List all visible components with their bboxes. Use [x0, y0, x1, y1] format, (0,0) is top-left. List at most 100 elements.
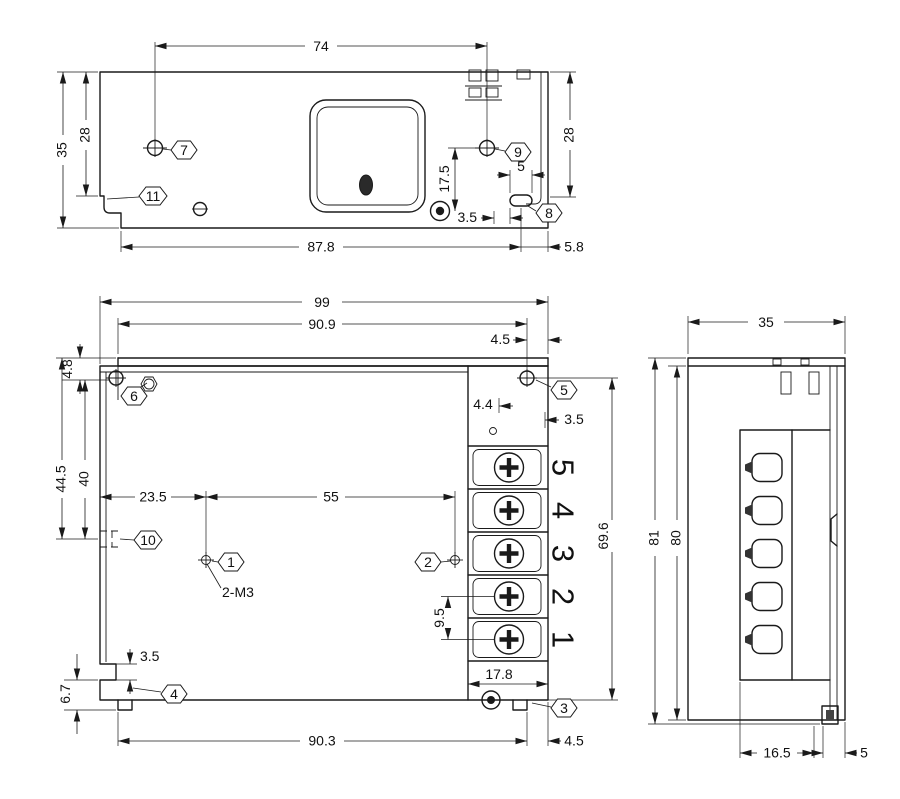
dim-3-5-lower: 3.5: [116, 648, 160, 694]
dim-99-label: 99: [314, 294, 330, 310]
dim-69-6: 69.6: [502, 377, 618, 701]
terminal-block: [467, 445, 549, 662]
side-view: 35 81 80 16.5: [646, 314, 869, 761]
ground-screw: [192, 201, 208, 217]
dim-4-4-label: 4.4: [473, 396, 493, 412]
callout-4-label: 4: [170, 686, 178, 702]
dim-3-5-upper-label: 3.5: [564, 411, 584, 427]
dim-35-side: 35: [687, 314, 846, 354]
terminal-number-4: 4: [546, 502, 581, 519]
callout-2: 2: [414, 552, 452, 572]
front-view: 5 4 3 2 1 2-M3 99: [53, 294, 618, 749]
callout-1: 1: [211, 552, 245, 572]
callout-7-label: 7: [180, 142, 188, 158]
terminal-screw-side: [745, 452, 783, 483]
dim-5-side: 5: [809, 722, 868, 761]
dim-69-6-label: 69.6: [595, 522, 611, 549]
side-slot-hidden: [100, 530, 118, 548]
dim-5-slot: 5: [497, 158, 545, 193]
thread-note-2m3: 2-M3: [206, 563, 254, 600]
ear-hole-top-left: [106, 369, 126, 387]
front-view-outline: [99, 357, 549, 711]
slot-hole: [509, 194, 533, 207]
callout-2-label: 2: [424, 554, 432, 570]
dim-28-left: 28: [76, 72, 98, 197]
dim-3-5-lower-label: 3.5: [140, 648, 160, 664]
dim-5-slot-label: 5: [517, 158, 525, 174]
dim-55-label: 55: [323, 489, 339, 505]
dim-4-8-label: 4.8: [59, 359, 75, 379]
terminal-screw-side: [745, 495, 783, 526]
dim-81-label: 81: [646, 530, 662, 546]
dim-40: 40: [76, 380, 92, 539]
dim-87-8: 87.8: [120, 208, 522, 255]
terminal-number-3: 3: [546, 545, 581, 562]
dim-16-5-label: 16.5: [763, 745, 790, 761]
terminal-screws-side: [745, 452, 783, 655]
callout-10: 10: [119, 530, 163, 550]
dim-35-side-label: 35: [758, 314, 774, 330]
callout-6: 6: [120, 382, 148, 406]
terminal-cell: [472, 449, 542, 486]
dim-40-label: 40: [76, 471, 92, 487]
dim-90-9-label: 90.9: [308, 316, 335, 332]
terminal-screw-side: [745, 624, 783, 655]
transformer-window: [309, 99, 426, 213]
dim-4-5-bottom-label: 4.5: [564, 733, 584, 749]
dim-17-8: 17.8: [468, 666, 548, 688]
dim-4-5-top: 4.5: [491, 331, 562, 347]
callout-9-label: 9: [514, 144, 522, 160]
dim-90-3-label: 90.3: [308, 733, 335, 749]
dim-9-5-label: 9.5: [431, 608, 447, 628]
callout-5-label: 5: [560, 382, 568, 398]
pilot-hole: [489, 427, 497, 435]
dim-80: 80: [668, 365, 686, 721]
dim-4-5-bottom: 4.5: [547, 702, 584, 749]
callout-11: 11: [106, 186, 168, 206]
terminal-number-2: 2: [546, 588, 581, 605]
finger-hole: [359, 174, 373, 196]
terminal-screw-hole-top: [517, 369, 537, 387]
dim-81: 81: [646, 357, 820, 725]
dim-5-side-label: 5: [860, 745, 868, 761]
callout-10-label: 10: [140, 532, 156, 548]
dim-5-8: 5.8: [521, 231, 584, 255]
dim-23-5-label: 23.5: [139, 489, 166, 505]
dim-9-5: 9.5: [431, 596, 495, 640]
dim-17-8-label: 17.8: [485, 666, 512, 682]
m3-hole-right: [447, 552, 463, 568]
dim-35-left: 35: [54, 71, 119, 229]
side-view-outline: [687, 357, 846, 721]
dim-3-5-upper: 3.5: [544, 411, 584, 428]
dim-44-5: 44.5: [53, 358, 98, 540]
dim-87-8-label: 87.8: [307, 239, 334, 255]
terminal-screw-side: [745, 538, 783, 569]
dim-74: 74: [154, 38, 488, 140]
callout-6-label: 6: [130, 388, 138, 404]
callout-9: 9: [494, 142, 532, 162]
terminal-cell: [472, 535, 542, 572]
callout-1-label: 1: [227, 554, 235, 570]
wire-bushing-top: [429, 200, 451, 222]
dim-3-5-top-label: 3.5: [458, 209, 478, 225]
dim-35-label: 35: [54, 142, 70, 158]
terminal-number-1: 1: [546, 631, 581, 648]
dim-16-5: 16.5: [739, 682, 815, 761]
dim-90-3: 90.3: [117, 712, 528, 749]
callout-3: 3: [531, 698, 578, 718]
dim-6-7-label: 6.7: [57, 684, 73, 704]
callout-7: 7: [162, 140, 198, 160]
terminal-cell: [472, 492, 542, 529]
mounting-foot: [821, 705, 839, 725]
dim-5-8-label: 5.8: [564, 239, 584, 255]
callout-8-label: 8: [545, 205, 553, 221]
terminal-number-5: 5: [546, 459, 581, 476]
dim-17-5-label: 17.5: [436, 165, 452, 192]
callout-8: 8: [527, 203, 563, 223]
dim-17-5: 17.5: [436, 147, 478, 211]
dim-4-4: 4.4: [473, 396, 513, 413]
dim-4-5-top-label: 4.5: [491, 331, 511, 347]
dim-44-5-label: 44.5: [53, 465, 69, 492]
